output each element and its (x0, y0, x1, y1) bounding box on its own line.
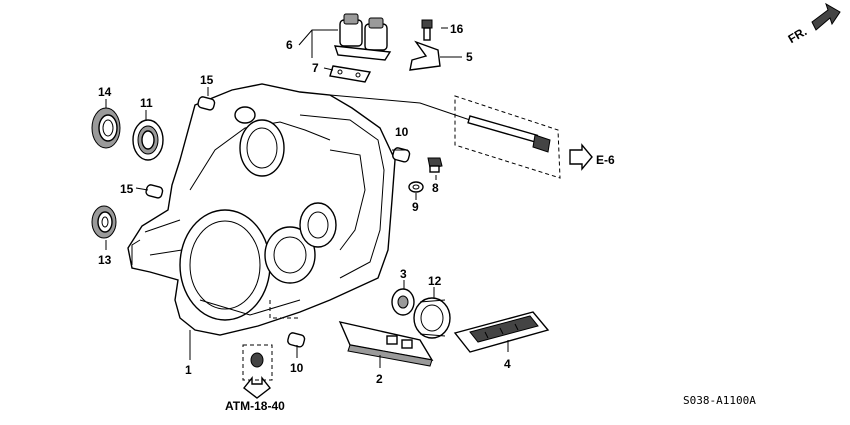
dowel-pin-15-top (197, 96, 216, 111)
bearing-14 (91, 107, 121, 149)
bearing-13 (91, 205, 117, 239)
callout-10-bottom: 10 (290, 361, 304, 375)
ref-e6-label: E-6 (596, 153, 615, 167)
oil-seal-3 (391, 288, 415, 316)
solenoid-assembly (333, 13, 392, 61)
callout-2: 2 (376, 372, 383, 386)
bolt-16 (421, 19, 433, 41)
channel-2 (338, 321, 434, 367)
dowel-pin-10-top (392, 147, 411, 163)
callout-15-left: 15 (120, 182, 134, 196)
callout-7: 7 (312, 61, 319, 75)
solenoid-gasket (329, 65, 372, 83)
callout-11: 11 (140, 96, 153, 110)
drawing-code: S038-A1100A (683, 394, 756, 407)
callout-6: 6 (286, 38, 293, 52)
callout-15-top: 15 (200, 73, 214, 87)
ref-arrow-e6 (569, 143, 593, 171)
plate-4 (453, 311, 550, 353)
dowel-pin-10-bottom (287, 332, 306, 348)
leader-lines (105, 27, 509, 368)
callout-12: 12 (428, 274, 442, 288)
callout-13: 13 (98, 253, 112, 267)
ref-atm-label: ATM-18-40 (225, 399, 285, 413)
front-direction-arrow (811, 2, 841, 31)
callout-1: 1 (185, 363, 192, 377)
front-marker-label: FR. (786, 24, 810, 46)
callout-9: 9 (412, 200, 419, 214)
callout-14: 14 (98, 85, 112, 99)
bearing-12 (413, 297, 451, 339)
bracket-5 (409, 40, 441, 71)
callout-8: 8 (432, 181, 439, 195)
transmission-housing (127, 83, 471, 336)
atm-18-40-box (242, 344, 273, 399)
bearing-11 (132, 119, 164, 161)
bolt-8 (427, 157, 443, 173)
long-bolt (454, 95, 561, 179)
washer-9 (408, 181, 424, 193)
callout-5: 5 (466, 50, 473, 64)
callout-10-top: 10 (395, 125, 409, 139)
callout-16: 16 (450, 22, 464, 36)
callout-4: 4 (504, 357, 511, 371)
dowel-pin-15-left (145, 184, 164, 199)
callout-3: 3 (400, 267, 407, 281)
